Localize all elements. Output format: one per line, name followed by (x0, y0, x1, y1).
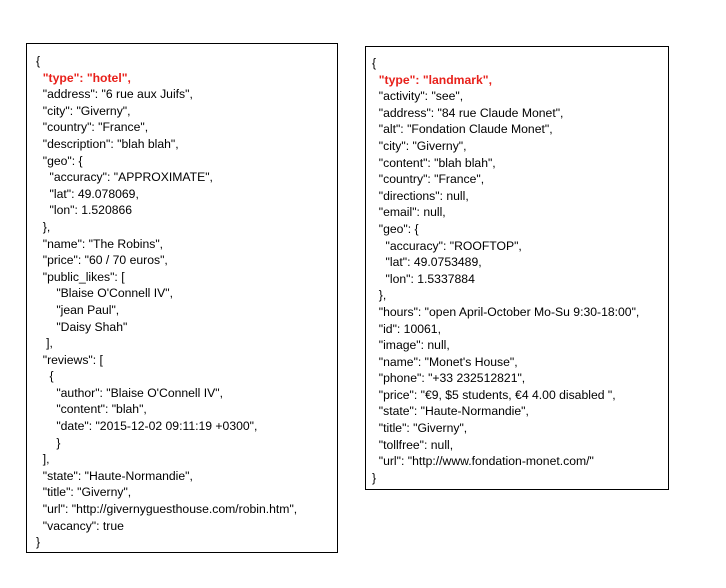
hotel-json-line: "price": "60 / 70 euros", (36, 253, 168, 268)
landmark-json-line: } (372, 470, 377, 485)
hotel-json-line: "geo": { (36, 153, 83, 168)
landmark-json-line: "phone": "+33 232512821", (372, 371, 526, 386)
landmark-json-line: "directions": null, (372, 188, 469, 203)
landmark-json-line: "tollfree": null, (372, 437, 454, 452)
hotel-json-line: "Blaise O'Connell IV", (36, 286, 173, 301)
hotel-json-line: "jean Paul", (36, 302, 120, 317)
landmark-json-line: "alt": "Fondation Claude Monet", (372, 122, 553, 137)
landmark-json-line: "title": "Giverny", (372, 421, 468, 436)
hotel-json-line: "title": "Giverny", (36, 485, 132, 500)
landmark-json-line: "hours": "open April-October Mo-Su 9:30-… (372, 304, 640, 319)
hotel-json-type-line: "type": "hotel", (36, 70, 131, 85)
hotel-json-line: "vacancy": true (36, 518, 124, 533)
landmark-json-line: "accuracy": "ROOFTOP", (372, 238, 522, 253)
hotel-json-line: "address": "6 rue aux Juifs", (36, 87, 193, 102)
hotel-json-line: "public_likes": [ (36, 269, 125, 284)
hotel-json-line: "state": "Haute-Normandie", (36, 468, 193, 483)
landmark-json-line: { (372, 56, 377, 70)
hotel-json-line: "content": "blah", (36, 402, 147, 417)
hotel-json-line: "reviews": [ (36, 352, 103, 367)
landmark-json-line: "url": "http://www.fondation-monet.com/" (372, 454, 594, 469)
hotel-json-line: "date": "2015-12-02 09:11:19 +0300", (36, 419, 258, 434)
landmark-json-line: }, (372, 288, 387, 303)
landmark-json-line: "content": "blah blah", (372, 155, 496, 170)
hotel-json-line: "Daisy Shah" (36, 319, 128, 334)
landmark-json-line: "name": "Monet's House", (372, 354, 518, 369)
landmark-json-type-line: "type": "landmark", (372, 72, 492, 87)
hotel-json-line: "accuracy": "APPROXIMATE", (36, 170, 213, 185)
hotel-json-line: "country": "France", (36, 120, 149, 135)
hotel-json-line: "url": "http://givernyguesthouse.com/rob… (36, 502, 298, 517)
landmark-json-line: "lat": 49.0753489, (372, 255, 482, 270)
hotel-json-line: "author": "Blaise O'Connell IV", (36, 385, 223, 400)
landmark-json-line: "lon": 1.5337884 (372, 271, 475, 286)
hotel-json-line: ], (36, 452, 50, 467)
hotel-json-line: "city": "Giverny", (36, 103, 131, 118)
hotel-json-line: { (36, 54, 41, 68)
landmark-json-line: "image": null, (372, 338, 450, 353)
landmark-json-line: "price": "€9, $5 students, €4 4.00 disab… (372, 387, 616, 402)
landmark-json-line: "geo": { (372, 221, 419, 236)
landmark-json-line: "country": "France", (372, 172, 485, 187)
hotel-json-line: "description": "blah blah", (36, 136, 179, 151)
hotel-json-line: "name": "The Robins", (36, 236, 164, 251)
hotel-json-line: ], (36, 336, 53, 351)
landmark-json-line: "id": 10061, (372, 321, 441, 336)
hotel-json-line: }, (36, 219, 51, 234)
landmark-json-line: "city": "Giverny", (372, 138, 467, 153)
landmark-json-line: "activity": "see", (372, 89, 464, 104)
landmark-json-panel: { "type": "landmark", "activity": "see",… (365, 46, 669, 490)
landmark-json-line: "email": null, (372, 205, 446, 220)
hotel-json-panel: { "type": "hotel", "address": "6 rue aux… (26, 43, 338, 553)
hotel-json-line: } (36, 535, 41, 550)
landmark-json-line: "address": "84 rue Claude Monet", (372, 105, 564, 120)
hotel-json-line: "lat": 49.078069, (36, 186, 139, 201)
hotel-json-line: } (36, 435, 61, 450)
landmark-json-line: "state": "Haute-Normandie", (372, 404, 529, 419)
hotel-json-line: "lon": 1.520866 (36, 203, 133, 218)
hotel-json-line: { (36, 369, 54, 384)
